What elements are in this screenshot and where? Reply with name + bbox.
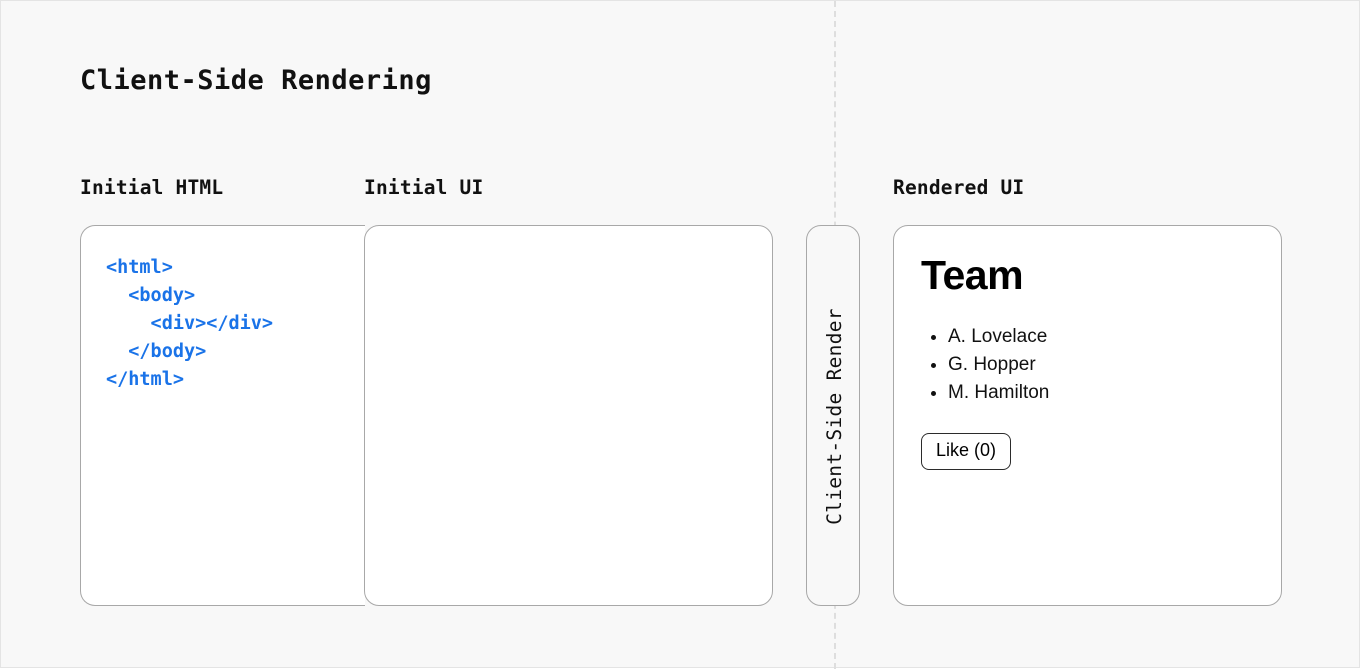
initial-ui-panel bbox=[364, 225, 773, 606]
list-item: G. Hopper bbox=[948, 351, 1261, 379]
column-label-rendered-ui: Rendered UI bbox=[893, 176, 1025, 199]
html-code-block: <html> <body> <div></div> </body> </html… bbox=[106, 257, 274, 390]
list-item: A. Lovelace bbox=[948, 323, 1261, 351]
list-item: M. Hamilton bbox=[948, 379, 1261, 407]
rendered-ui-content: Team A. Lovelace G. Hopper M. Hamilton L… bbox=[921, 252, 1261, 470]
like-button[interactable]: Like (0) bbox=[921, 433, 1012, 470]
team-heading: Team bbox=[921, 252, 1024, 298]
column-label-initial-ui: Initial UI bbox=[364, 176, 484, 199]
column-label-initial-html: Initial HTML bbox=[80, 176, 224, 199]
team-list: A. Lovelace G. Hopper M. Hamilton bbox=[921, 323, 1261, 407]
client-side-render-connector: Client-Side Render bbox=[806, 225, 860, 606]
initial-html-panel: <html> <body> <div></div> </body> </html… bbox=[80, 225, 365, 606]
page-title: Client-Side Rendering bbox=[80, 65, 432, 96]
rendered-ui-panel: Team A. Lovelace G. Hopper M. Hamilton L… bbox=[893, 225, 1282, 606]
connector-label: Client-Side Render bbox=[822, 308, 846, 525]
